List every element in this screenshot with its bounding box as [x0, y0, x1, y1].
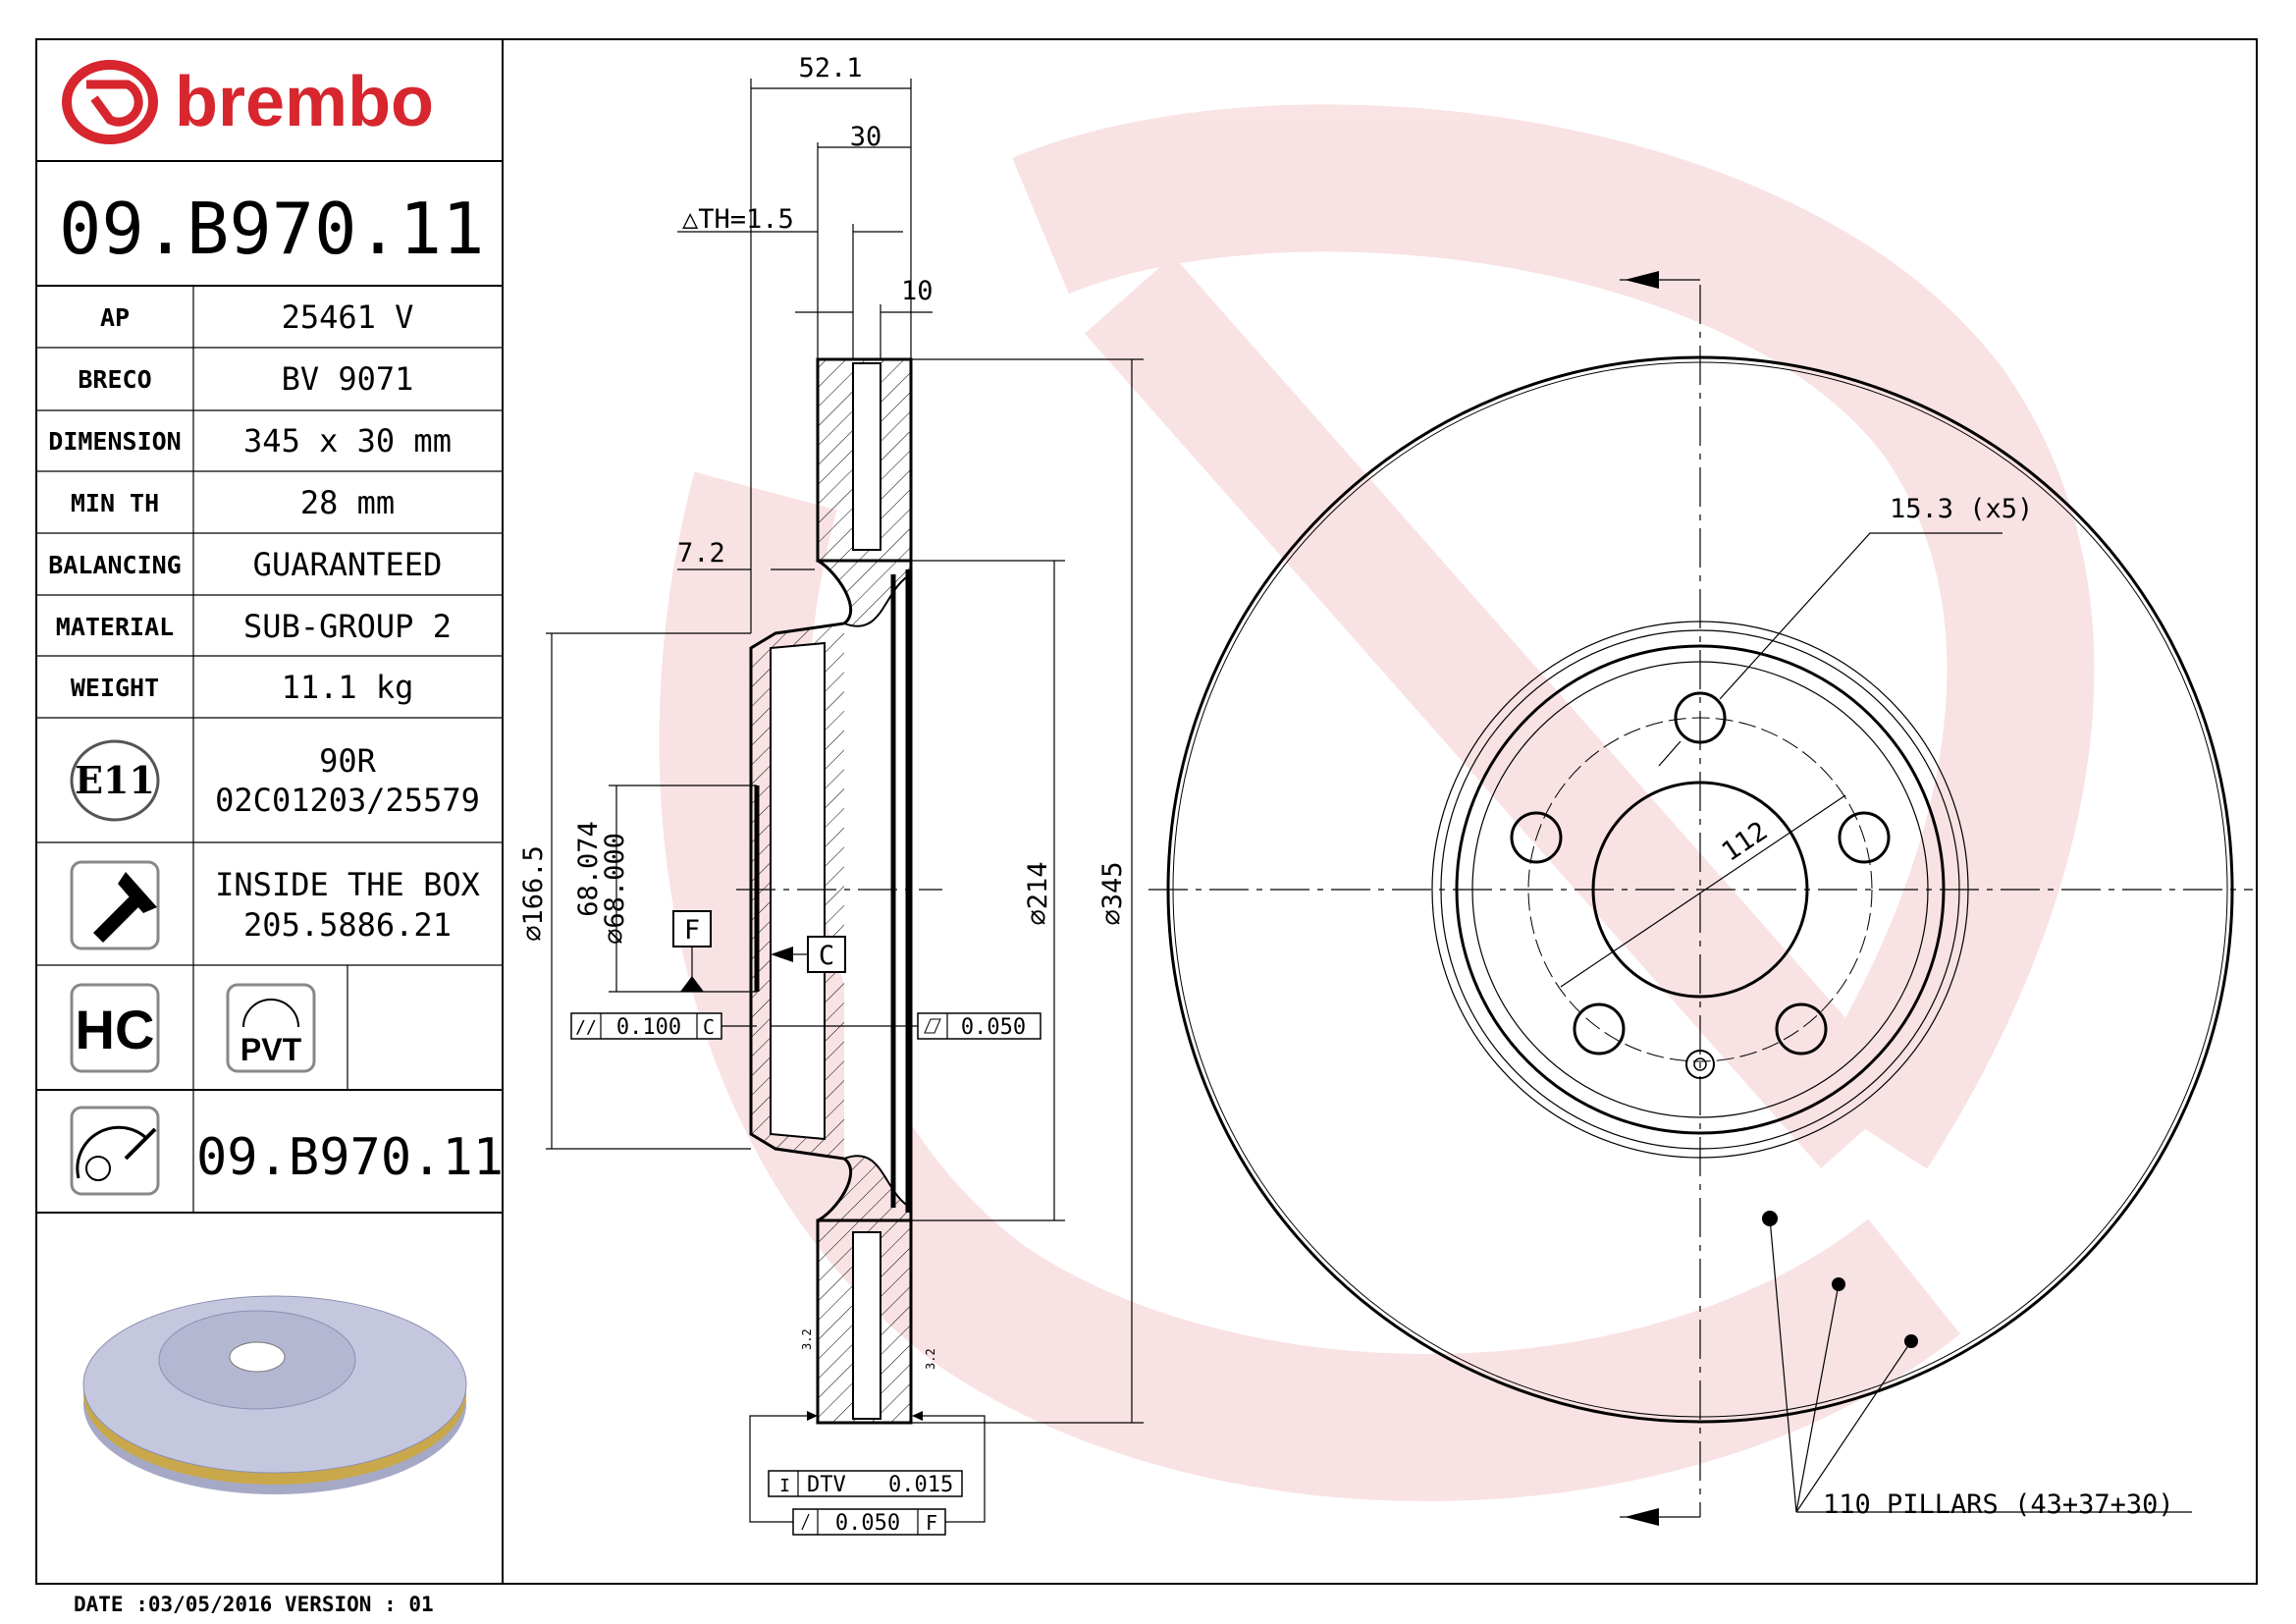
svg-text:3.2: 3.2	[800, 1328, 814, 1350]
spec-value: SUB-GROUP 2	[243, 608, 452, 645]
svg-text:0.050: 0.050	[961, 1015, 1026, 1040]
sheet-border	[35, 38, 2258, 1585]
hc-badge: HC	[70, 983, 160, 1073]
svg-text:0.050: 0.050	[835, 1511, 900, 1536]
svg-text:HC: HC	[76, 999, 155, 1060]
svg-text:7.2: 7.2	[677, 538, 725, 568]
svg-text:PVT: PVT	[240, 1032, 302, 1067]
brembo-logo: brembo	[62, 60, 434, 144]
svg-text:F: F	[684, 915, 700, 946]
svg-text:30: 30	[850, 122, 882, 152]
e11-homologation-badge: E11	[70, 739, 160, 822]
svg-text:∅214: ∅214	[1023, 861, 1053, 925]
svg-text:∅68.000: ∅68.000	[600, 833, 630, 945]
spec-label: BALANCING	[48, 551, 181, 579]
date-version: DATE :03/05/2016 VERSION : 01	[74, 1593, 434, 1616]
svg-text:52.1: 52.1	[798, 53, 862, 83]
flatness-tolerance: 0.050	[771, 1012, 1041, 1040]
svg-text:0.015: 0.015	[888, 1473, 953, 1497]
part-number: 09.B970.11	[59, 188, 484, 270]
spec-label: MATERIAL	[56, 613, 174, 641]
svg-text:∅166.5: ∅166.5	[518, 845, 549, 942]
svg-text:∅345: ∅345	[1097, 861, 1128, 925]
svg-text:I: I	[779, 1476, 790, 1496]
datum-c: C	[771, 936, 846, 973]
pvt-badge: PVT	[226, 983, 316, 1073]
title-block-grid	[36, 160, 503, 1214]
spec-label: BRECO	[78, 365, 151, 394]
screws-note: INSIDE THE BOX	[215, 866, 480, 903]
spec-value: BV 9071	[282, 360, 414, 398]
dtv-runout-tolerance: I DTV 0.015 0.050 F	[749, 1411, 986, 1536]
spec-label: AP	[100, 303, 130, 332]
dimension-lines	[546, 79, 1144, 1424]
spec-value: 11.1 kg	[282, 669, 414, 706]
svg-text:△TH=1.5: △TH=1.5	[682, 204, 794, 235]
spec-value: 25461 V	[282, 298, 414, 336]
svg-text:DTV: DTV	[807, 1473, 846, 1497]
svg-text:brembo: brembo	[175, 63, 434, 141]
svg-text://: //	[575, 1017, 597, 1038]
bolt-circle-label: 112	[1717, 816, 1774, 868]
datum-f: F	[672, 910, 712, 992]
bolt-holes	[1510, 691, 1891, 1079]
spec-value: 345 x 30 mm	[243, 422, 452, 460]
screws-part-number: 205.5886.21	[243, 906, 452, 944]
pillars-label: 110 PILLARS (43+37+30)	[1823, 1489, 2174, 1520]
spec-value: GUARANTEED	[253, 546, 443, 583]
svg-text:F: F	[926, 1511, 937, 1535]
svg-text:0.100: 0.100	[616, 1015, 681, 1040]
spec-label: DIMENSION	[48, 427, 181, 456]
screw-icon	[70, 860, 160, 950]
spec-label: WEIGHT	[71, 674, 159, 702]
front-view: 112 15.3 (x5) 110 PILLARS (43+37+30)	[1148, 271, 2253, 1526]
holes-label: 15.3 (x5)	[1890, 494, 2033, 524]
brembo-watermark	[659, 104, 2095, 1501]
svg-text:3.2: 3.2	[924, 1348, 937, 1370]
svg-text:10: 10	[901, 276, 934, 306]
homologation-regulation: 90R	[319, 742, 377, 780]
spec-table: AP 25461 V BRECO BV 9071 DIMENSION 345 x…	[48, 298, 452, 706]
dimension-labels: 52.1 30 △TH=1.5 10 7.2 ∅166.5 68.074 ∅68…	[518, 53, 1128, 1370]
homologation-number: 02C01203/25579	[215, 782, 480, 819]
svg-text:68.074: 68.074	[573, 821, 604, 917]
spec-value: 28 mm	[300, 484, 395, 521]
svg-text:E11: E11	[75, 758, 155, 802]
footer-part-number: 09.B970.11	[196, 1128, 504, 1187]
svg-text:C: C	[819, 941, 834, 971]
spec-label: MIN TH	[71, 489, 159, 517]
disc-3d-render	[82, 1295, 467, 1494]
svg-text:C: C	[703, 1015, 715, 1039]
brake-disc-icon	[70, 1106, 160, 1196]
parallelism-tolerance: // 0.100 C	[570, 1012, 757, 1040]
cross-section-view	[736, 357, 942, 1425]
